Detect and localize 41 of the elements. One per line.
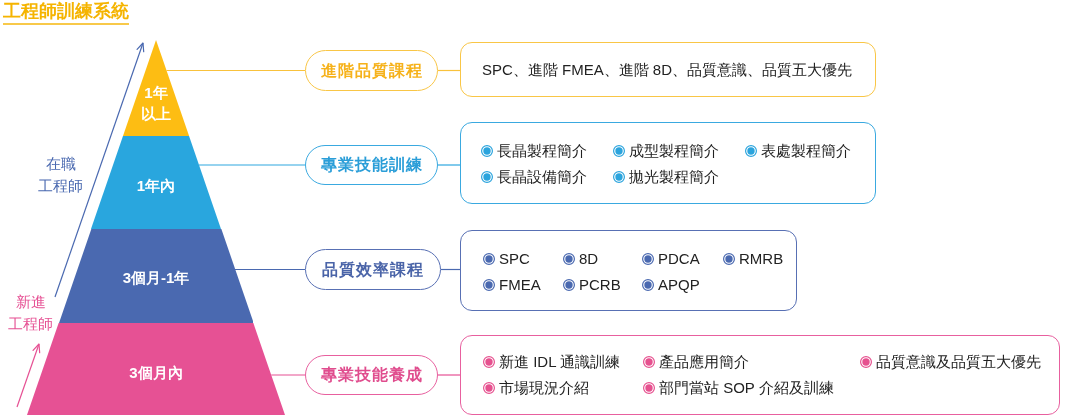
connector-line (437, 164, 461, 166)
connector-line (165, 69, 306, 72)
course-item-text: 部門當站 SOP 介紹及訓練 (659, 378, 834, 398)
category-pill: 專業技能養成 (305, 355, 438, 395)
category-pill: 專業技能訓練 (305, 145, 438, 185)
course-item-text: 拋光製程簡介 (629, 167, 719, 187)
course-item-text: 8D (579, 249, 599, 269)
connector-line (440, 268, 461, 271)
course-item-text: FMEA (499, 275, 541, 295)
role-label: 在職工程師 (38, 154, 84, 196)
course-item-text: 表處製程簡介 (761, 141, 851, 161)
connector-line (437, 69, 461, 72)
course-item-text: RMRB (739, 249, 784, 269)
diagram-title: 工程師訓練系統 (3, 1, 129, 25)
tier-label: 1年以上 (140, 83, 172, 124)
course-item-text: 市場現況介紹 (499, 378, 589, 398)
course-item-text: 成型製程簡介 (629, 141, 719, 161)
course-list-card (460, 122, 876, 204)
course-item-text: SPC、進階 FMEA、進階 8D、品質意識、品質五大優先 (482, 60, 853, 80)
tier-label: 1年內 (136, 175, 176, 196)
connector-line (234, 268, 306, 271)
course-item-text: PDCA (658, 249, 700, 269)
tier-label: 3個月-1年 (122, 267, 190, 288)
tier-label: 3個月內 (129, 362, 183, 383)
course-item-text: 長晶設備簡介 (497, 167, 587, 187)
course-item-text: SPC (499, 249, 530, 269)
course-item-text: 新進 IDL 通識訓練 (499, 352, 621, 372)
course-item-text: PCRB (579, 275, 621, 295)
course-list-card (460, 42, 876, 97)
course-item-text: 長晶製程簡介 (497, 141, 587, 161)
course-list-card (460, 230, 797, 311)
course-item-text: 產品應用簡介 (659, 352, 749, 372)
category-pill: 品質效率課程 (305, 249, 441, 290)
course-list-card (460, 335, 1060, 415)
category-pill: 進階品質課程 (305, 50, 438, 91)
course-item-text: 品質意識及品質五大優先 (876, 352, 1041, 372)
connector-line (270, 374, 306, 376)
course-item-text: APQP (658, 275, 700, 295)
connector-line (437, 374, 461, 376)
role-label: 新進工程師 (8, 292, 54, 334)
connector-line (198, 164, 306, 166)
